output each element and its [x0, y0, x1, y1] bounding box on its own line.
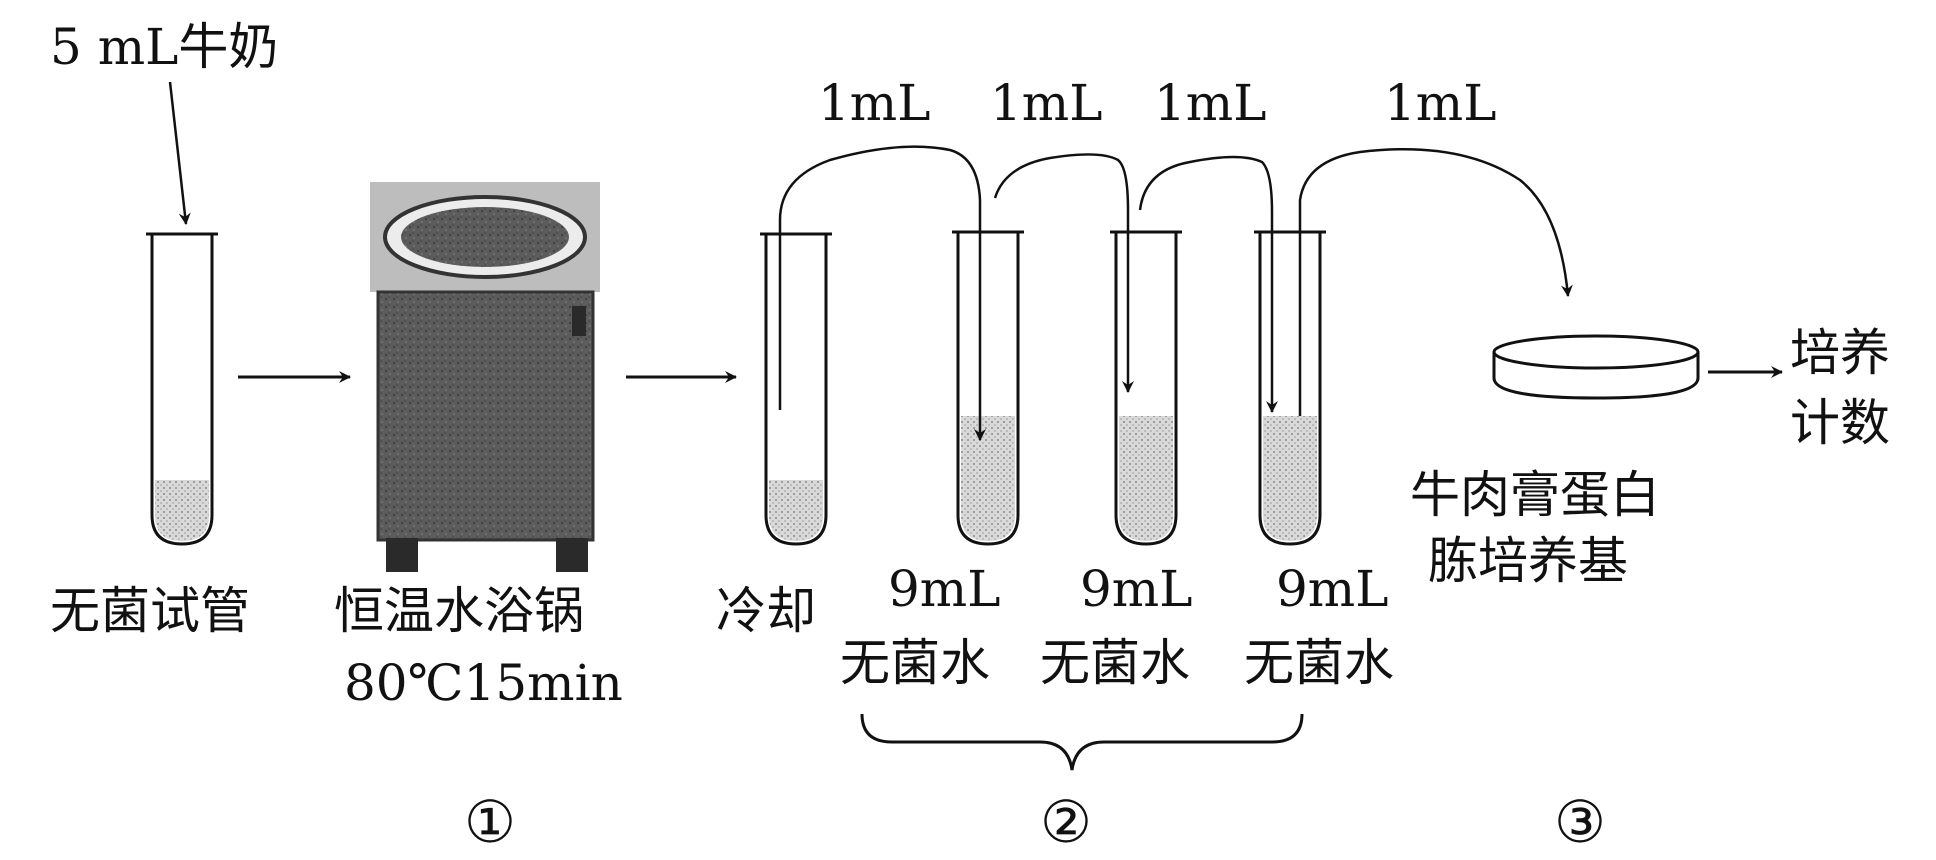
medium-label-line2: 胨培养基: [1428, 532, 1628, 590]
culture-label-line2: 计数: [1790, 394, 1890, 452]
cooled-milk-liquid: [769, 480, 823, 541]
dilution-1-volume: 9mL: [888, 560, 1000, 618]
transfer-volume-3: 1mL: [1154, 74, 1266, 132]
dilution-2-label: 无菌水: [1040, 634, 1190, 692]
dilution-1-label: 无菌水: [840, 634, 990, 692]
dilution-tube-1: [952, 230, 1024, 546]
dilution-3-volume: 9mL: [1276, 560, 1388, 618]
milk-arrow: [168, 81, 191, 225]
sterile-water-3: [1263, 416, 1317, 541]
transfer-volume-4: 1mL: [1384, 74, 1496, 132]
transfer-arrow-3: [1138, 155, 1278, 413]
water-bath-condition: 80℃15min: [344, 654, 623, 712]
step-1-marker: ①: [464, 788, 516, 856]
transfer-arrow-2: [993, 153, 1134, 393]
step-2-marker: ②: [1040, 788, 1092, 856]
dilution-3-label: 无菌水: [1244, 634, 1394, 692]
step-3-marker: ③: [1554, 788, 1606, 856]
sterile-water-1: [961, 416, 1015, 541]
dilution-2-volume: 9mL: [1080, 560, 1192, 618]
water-bath-label: 恒温水浴锅: [334, 582, 584, 640]
water-bath-icon: [370, 182, 600, 572]
sterile-tube: [146, 232, 218, 546]
culture-label-line1: 培养: [1790, 324, 1890, 382]
cooling-label: 冷却: [716, 582, 816, 640]
transfer-arrow-4: [1298, 147, 1573, 416]
dilution-group-brace: [860, 713, 1304, 771]
dilution-tube-3: [1254, 230, 1326, 546]
milk-input-label: 5 mL牛奶: [50, 18, 278, 76]
sterile-water-2: [1119, 416, 1173, 541]
cooling-tube: [760, 232, 832, 546]
transfer-volume-1: 1mL: [818, 74, 930, 132]
milk-liquid: [155, 480, 209, 541]
dilution-tube-2: [1110, 230, 1182, 546]
petri-dish-icon: [1492, 334, 1700, 400]
sterile-tube-label: 无菌试管: [50, 582, 250, 640]
transfer-volume-2: 1mL: [990, 74, 1102, 132]
transfer-arrow-1: [778, 145, 986, 441]
medium-label-line1: 牛肉膏蛋白: [1410, 466, 1660, 524]
